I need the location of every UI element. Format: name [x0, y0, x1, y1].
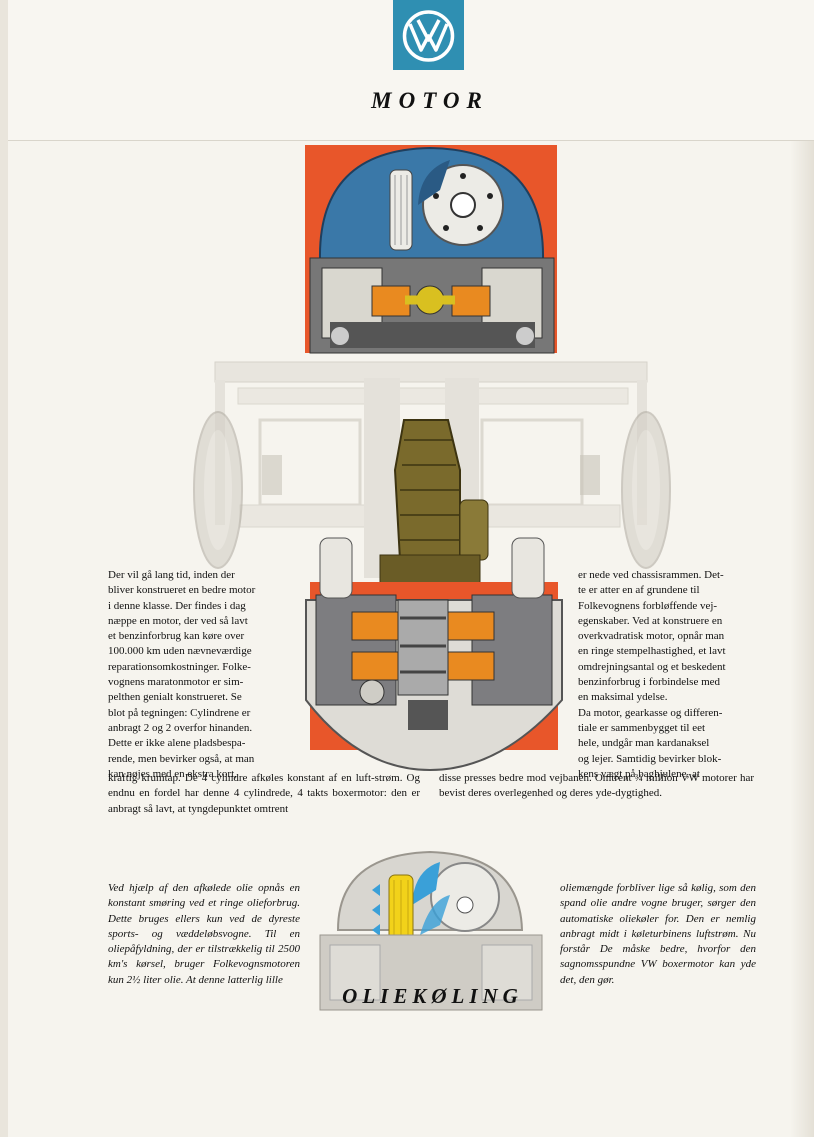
vw-logo	[393, 0, 464, 70]
oil-cooling-text-right: oliemængde forbliver lige så kølig, som …	[560, 882, 756, 986]
engine-front-view	[305, 145, 557, 354]
rear-wheels	[193, 411, 671, 569]
body-text-col1: Der vil gå lang tid, inden der bliver ko…	[108, 569, 256, 780]
body-text-col1-wide: kraftig krumtap. De 4 cylindre afkøles k…	[108, 772, 420, 815]
page-fold-shadow	[790, 0, 814, 1137]
body-text-col3-wide: disse presses bedre mod vejbanen. Omtren…	[439, 772, 754, 800]
gearbox	[379, 419, 489, 584]
page-title: MOTOR	[371, 88, 489, 113]
oil-cooling-text-left: Ved hjælp af den afkølede olie opnås en …	[108, 882, 300, 986]
oil-cooling-illustration	[319, 850, 543, 1011]
body-text-col3: er nede ved chassisrammen. Det- te er at…	[578, 569, 726, 780]
engine-plan-view	[305, 537, 563, 772]
oil-cooling-title: OLIEKØLING	[342, 984, 523, 1008]
page-edge	[0, 0, 8, 1137]
